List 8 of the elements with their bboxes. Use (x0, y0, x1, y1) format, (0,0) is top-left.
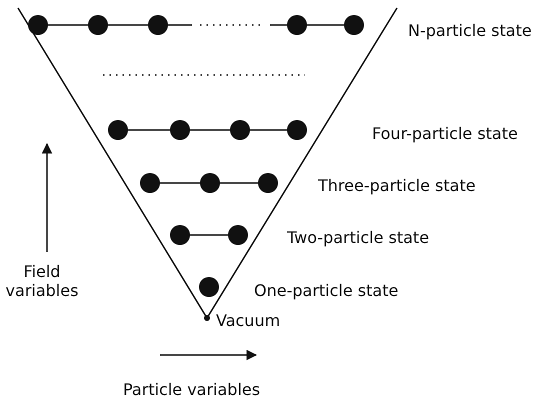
state-label: N-particle state (408, 21, 532, 40)
state-label: Four-particle state (372, 124, 518, 143)
state-label: Three-particle state (318, 176, 476, 195)
vacuum-label: Vacuum (216, 311, 280, 330)
state-label: Two-particle state (287, 228, 430, 247)
state-label: One-particle state (254, 281, 398, 300)
axis-label: Field variables (4, 262, 80, 300)
axis-label: Particle variables (123, 380, 260, 399)
